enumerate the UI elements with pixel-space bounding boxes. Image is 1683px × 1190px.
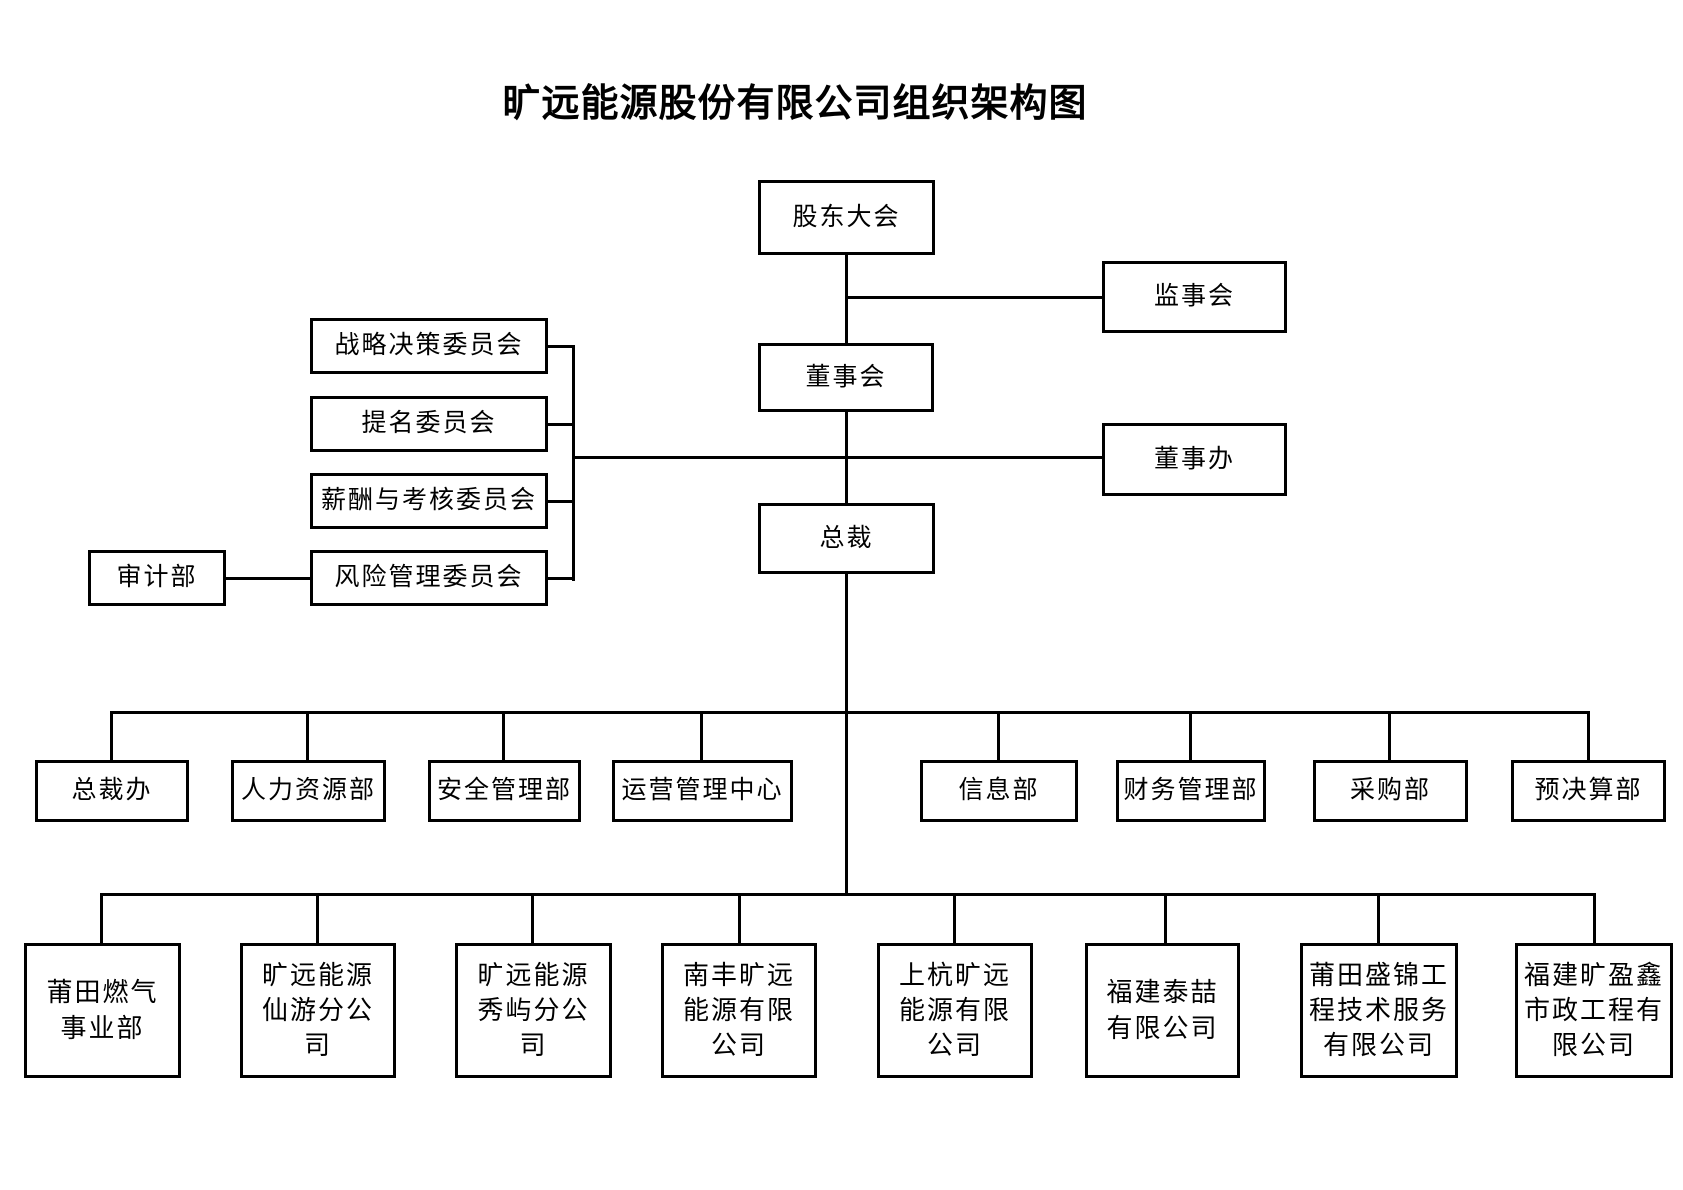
node-risk-committee: 风险管理委员会 bbox=[310, 550, 548, 606]
node-dept-operations-center: 运营管理中心 bbox=[612, 760, 793, 822]
node-nomination-committee: 提名委员会 bbox=[310, 396, 548, 452]
remuneration-committee-stub-line bbox=[548, 500, 575, 503]
node-strategy-committee: 战略决策委员会 bbox=[310, 318, 548, 374]
audit-risk-link-line bbox=[226, 577, 310, 580]
node-board-of-directors: 董事会 bbox=[758, 343, 934, 412]
node-dept-safety-management: 安全管理部 bbox=[428, 760, 581, 822]
spine-shareholders-to-board-line bbox=[845, 255, 848, 343]
node-sub-xianyou-branch: 旷远能源仙游分公司 bbox=[240, 943, 396, 1078]
node-sub-shanghang-energy: 上杭旷远能源有限公司 bbox=[877, 943, 1033, 1078]
node-sub-putian-shengjin-engineering: 莆田盛锦工程技术服务有限公司 bbox=[1300, 943, 1458, 1078]
node-sub-xiuyu-branch: 旷远能源秀屿分公司 bbox=[455, 943, 612, 1078]
dept-drop-line-3 bbox=[502, 711, 505, 760]
node-dept-finance-management: 财务管理部 bbox=[1116, 760, 1266, 822]
committees-connector-line bbox=[572, 346, 575, 581]
subsidiary-drop-line-8 bbox=[1593, 893, 1596, 943]
subsidiary-drop-line-2 bbox=[316, 893, 319, 943]
node-dept-procurement: 采购部 bbox=[1313, 760, 1468, 822]
dept-drop-line-6 bbox=[1189, 711, 1192, 760]
node-audit-department: 审计部 bbox=[88, 550, 226, 606]
subsidiary-drop-line-3 bbox=[531, 893, 534, 943]
node-dept-human-resources: 人力资源部 bbox=[231, 760, 386, 822]
dept-drop-line-2 bbox=[306, 711, 309, 760]
dept-drop-line-7 bbox=[1388, 711, 1391, 760]
subsidiary-drop-line-5 bbox=[953, 893, 956, 943]
subsidiary-drop-line-1 bbox=[100, 893, 103, 943]
node-supervisory-board: 监事会 bbox=[1102, 261, 1287, 333]
node-sub-nanfeng-energy: 南丰旷远能源有限公司 bbox=[661, 943, 817, 1078]
departments-rail-line bbox=[110, 711, 1590, 714]
subsidiary-drop-line-7 bbox=[1377, 893, 1380, 943]
node-sub-fujian-taizhe: 福建泰喆有限公司 bbox=[1085, 943, 1240, 1078]
dept-drop-line-1 bbox=[110, 711, 113, 760]
node-dept-president-office: 总裁办 bbox=[35, 760, 189, 822]
node-dept-information: 信息部 bbox=[920, 760, 1078, 822]
nomination-committee-stub-line bbox=[548, 423, 575, 426]
risk-committee-stub-line bbox=[548, 577, 575, 580]
dept-drop-line-8 bbox=[1587, 711, 1590, 760]
branch-board-office-committees-line bbox=[572, 456, 1102, 459]
node-sub-putian-gas-division: 莆田燃气事业部 bbox=[24, 943, 181, 1078]
dept-drop-line-4 bbox=[700, 711, 703, 760]
subsidiary-drop-line-4 bbox=[738, 893, 741, 943]
node-president: 总裁 bbox=[758, 503, 935, 574]
dept-drop-line-5 bbox=[997, 711, 1000, 760]
chart-title: 旷远能源股份有限公司组织架构图 bbox=[502, 83, 1088, 125]
node-sub-fujian-kuangyingxin-municipal: 福建旷盈鑫市政工程有限公司 bbox=[1515, 943, 1673, 1078]
node-board-office: 董事办 bbox=[1102, 423, 1287, 496]
spine-president-to-rows-line bbox=[845, 574, 848, 894]
subsidiary-drop-line-6 bbox=[1164, 893, 1167, 943]
node-shareholders-meeting: 股东大会 bbox=[758, 180, 935, 255]
node-dept-budget: 预决算部 bbox=[1511, 760, 1666, 822]
strategy-committee-stub-line bbox=[548, 345, 575, 348]
node-remuneration-committee: 薪酬与考核委员会 bbox=[310, 473, 548, 529]
branch-supervisory-board-line bbox=[845, 296, 1102, 299]
subsidiaries-rail-line bbox=[100, 893, 1596, 896]
